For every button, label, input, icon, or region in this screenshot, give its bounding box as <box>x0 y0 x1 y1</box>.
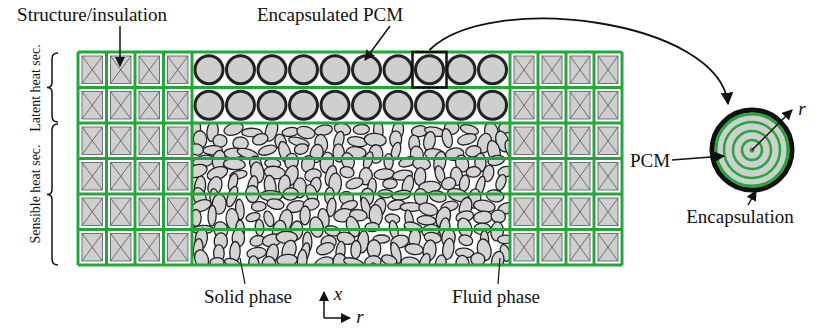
zoom-box <box>413 52 447 88</box>
pcm-leader <box>365 26 390 60</box>
structure-leader <box>119 26 121 66</box>
encapsulation-leader <box>748 191 756 205</box>
part-label: Structure/insulation <box>17 5 167 24</box>
phase-label: Fluid phase <box>452 287 540 306</box>
fluid-leader <box>498 258 500 284</box>
pcm-detail-leader <box>672 156 724 160</box>
x-axis-arrow <box>323 292 325 318</box>
section-bracket <box>47 124 58 265</box>
zoom-arrow <box>430 19 729 104</box>
grid-lines <box>78 52 622 265</box>
section-label: Sensible heat sec. <box>29 144 43 243</box>
section-bracket <box>47 53 58 122</box>
section-label: Latent heat sec. <box>29 44 43 131</box>
axis-label: r <box>798 99 805 118</box>
solid-leader <box>240 258 245 284</box>
phase-label: Solid phase <box>204 287 292 306</box>
axis-label: r <box>356 307 363 326</box>
r-axis-arrow <box>324 317 350 319</box>
part-label: Encapsulated PCM <box>257 5 403 24</box>
capsule-detail <box>712 110 792 190</box>
part-label: PCM <box>630 151 670 170</box>
axis-label: x <box>334 284 342 303</box>
part-label: Encapsulation <box>686 207 794 226</box>
